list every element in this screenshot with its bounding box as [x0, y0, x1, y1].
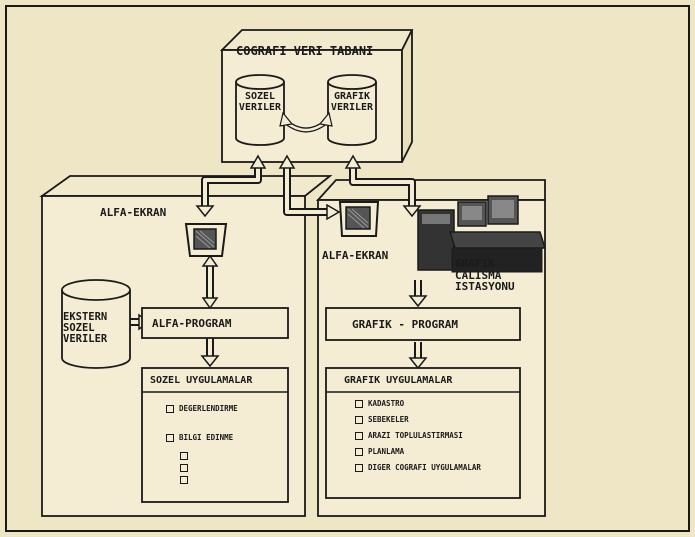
grafik-app-item: PLANLAMA	[355, 447, 404, 456]
empty-checkbox-item	[180, 452, 188, 460]
grafik-app-item: ARAZI TOPLULASTIRMASI	[355, 431, 463, 440]
checkbox-icon	[166, 434, 174, 442]
grafik-app-item: DIGER COGRAFI UYGULAMALAR	[355, 463, 481, 472]
sozel-app-item: BILGI EDINME	[166, 433, 233, 442]
grafik-program-label: GRAFIK - PROGRAM	[352, 319, 458, 330]
checkbox-icon	[180, 452, 188, 460]
sozel-uygulamalar-title: SOZEL UYGULAMALAR	[150, 376, 252, 386]
checkbox-icon	[355, 464, 363, 472]
checkbox-icon	[355, 416, 363, 424]
workstation-label: GRAFIK CALISMA ISTASYONU	[455, 258, 515, 293]
checkbox-icon	[355, 448, 363, 456]
sozel-veriler-label: SOZEL VERILER	[238, 92, 282, 113]
sozel-app-item: DEGERLENDIRME	[166, 404, 238, 413]
empty-checkbox-item	[180, 464, 188, 472]
alfa-ekran-right-label: ALFA-EKRAN	[322, 250, 388, 261]
ekstern-sozel-veriler-label: EKSTERN SOZEL VERILER	[63, 312, 107, 345]
grafik-app-item: KADASTRO	[355, 399, 404, 408]
alfa-ekran-right-monitor	[340, 202, 378, 236]
checkbox-icon	[355, 432, 363, 440]
alfa-ekran-left-monitor	[186, 224, 226, 256]
grafik-app-item: SEBEKELER	[355, 415, 409, 424]
alfa-program-label: ALFA-PROGRAM	[152, 318, 231, 329]
empty-checkbox-item	[180, 476, 188, 484]
grafik-veriler-label: GRAFIK VERILER	[330, 92, 374, 113]
grafik-uygulamalar-title: GRAFIK UYGULAMALAR	[344, 376, 452, 386]
checkbox-icon	[166, 405, 174, 413]
database-title: COGRAFI VERI TABANI	[236, 45, 373, 57]
checkbox-icon	[180, 464, 188, 472]
checkbox-icon	[180, 476, 188, 484]
alfa-ekran-left-label: ALFA-EKRAN	[100, 207, 166, 218]
checkbox-icon	[355, 400, 363, 408]
